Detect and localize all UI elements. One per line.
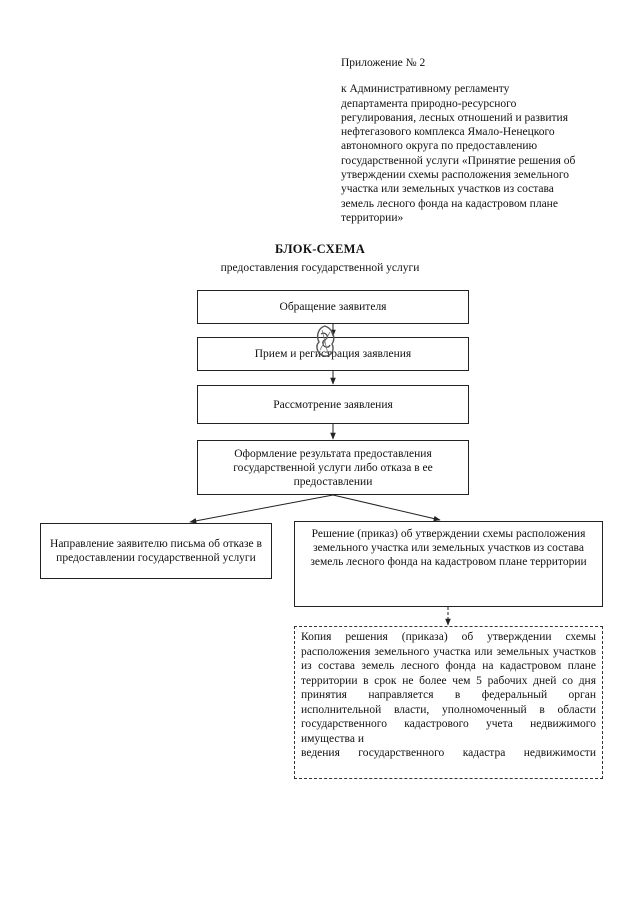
- step-label: Решение (приказ) об утверждении схемы ра…: [310, 528, 587, 568]
- step-receive-register: Прием и регистрация заявления: [197, 337, 469, 371]
- appendix-line: к Административному регламенту: [341, 83, 510, 96]
- step-label-last-line: ведения государственного кадастра недвиж…: [301, 747, 596, 759]
- appendix-line: территории»: [341, 211, 404, 224]
- step-review: Рассмотрение заявления: [197, 385, 469, 424]
- appendix-line: государственной услуги «Принятие решения…: [341, 154, 576, 167]
- step-label: Оформление результата предоставления гос…: [233, 447, 433, 488]
- arrow-b4-b6: [332, 494, 441, 522]
- step-decision-copy-dispatch: Копия решения (приказа) об утверждении с…: [294, 626, 603, 779]
- appendix-number: Приложение № 2: [341, 57, 426, 69]
- appendix-line: участка или земельных участков из состав…: [341, 183, 554, 196]
- appendix-line: автономного округа по предоставлению: [341, 140, 538, 153]
- diagram-subtitle: предоставления государственной услуги: [220, 262, 420, 274]
- ink-stamp-mark: [316, 325, 335, 357]
- step-label: Рассмотрение заявления: [273, 398, 393, 411]
- step-approval-decision: Решение (приказ) об утверждении схемы ра…: [294, 521, 603, 607]
- arrow-b4-b5: [189, 494, 334, 524]
- diagram-title: БЛОК-СХЕМА: [274, 242, 366, 256]
- step-label: Обращение заявителя: [279, 301, 387, 313]
- step-refusal-letter: Направление заявителю письма об отказе в…: [40, 523, 272, 579]
- step-label: Прием и регистрация заявления: [254, 348, 412, 360]
- appendix-line: департамента природно-ресурсного: [341, 97, 517, 110]
- appendix-line: земель лесного фонда на кадастровом план…: [341, 197, 558, 210]
- step-result-formalization: Оформление результата предоставления гос…: [197, 440, 469, 495]
- appendix-line: нефтегазового комплекса Ямало-Ненецкого: [341, 126, 555, 139]
- step-applicant-request: Обращение заявителя: [197, 290, 469, 324]
- appendix-line: утверждении схемы расположения земельног…: [341, 169, 570, 182]
- step-label: Направление заявителю письма об отказе в…: [50, 538, 262, 564]
- appendix-header: Приложение № 2 к Административному регла…: [341, 56, 601, 225]
- step-label: Копия решения (приказа) об утверждении с…: [301, 631, 596, 745]
- appendix-line: регулирования, лесных отношений и развит…: [341, 111, 568, 124]
